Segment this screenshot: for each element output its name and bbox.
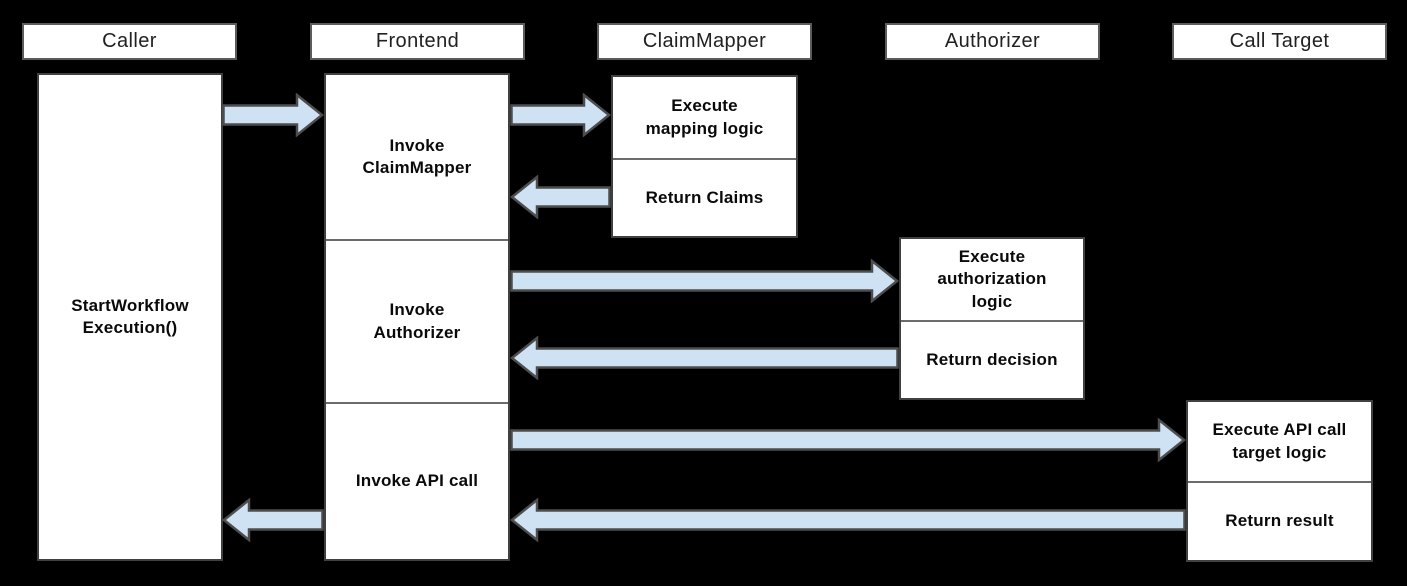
calltarget-execute-api-section: Execute API call target logic (1188, 402, 1371, 481)
arrow-frontend-to-caller (222, 498, 324, 542)
lane-header-authorizer-label: Authorizer (944, 30, 1041, 52)
lane-header-claimmapper-label: ClaimMapper (642, 30, 767, 52)
arrow-caller-to-frontend (222, 93, 324, 137)
frontend-invoke-authorizer-label: Invoke Authorizer (373, 300, 461, 342)
lane-header-calltarget: Call Target (1172, 23, 1387, 60)
activation-calltarget: Execute API call target logic Return res… (1186, 400, 1373, 562)
authorizer-return-decision-section: Return decision (901, 320, 1083, 398)
activation-frontend: Invoke ClaimMapper Invoke Authorizer Inv… (324, 73, 510, 561)
frontend-invoke-authorizer-section: Invoke Authorizer (326, 239, 508, 402)
frontend-invoke-claimmapper-label: Invoke ClaimMapper (362, 135, 472, 177)
arrow-frontend-to-authorizer (510, 259, 899, 303)
arrow-calltarget-to-frontend (510, 498, 1186, 542)
lane-header-caller-label: Caller (102, 30, 157, 52)
frontend-invoke-api-call-label: Invoke API call (355, 471, 479, 491)
claimmapper-execute-mapping-label: Execute mapping logic (645, 96, 764, 138)
calltarget-execute-api-label: Execute API call target logic (1212, 420, 1347, 462)
frontend-invoke-claimmapper-section: Invoke ClaimMapper (326, 75, 508, 239)
arrow-authorizer-to-frontend (510, 336, 899, 380)
lane-header-frontend: Frontend (310, 23, 525, 60)
arrow-frontend-to-calltarget (510, 418, 1186, 462)
lane-header-claimmapper: ClaimMapper (597, 23, 812, 60)
caller-startworkflow-section: StartWorkflow Execution() (39, 75, 221, 559)
calltarget-return-result-section: Return result (1188, 481, 1371, 560)
activation-authorizer: Execute authorization logic Return decis… (899, 237, 1085, 400)
authorizer-execute-authorization-section: Execute authorization logic (901, 239, 1083, 320)
activation-caller: StartWorkflow Execution() (37, 73, 223, 561)
lane-header-calltarget-label: Call Target (1229, 30, 1330, 52)
claimmapper-return-claims-section: Return Claims (613, 158, 796, 236)
lane-header-caller: Caller (22, 23, 237, 60)
lane-header-authorizer: Authorizer (885, 23, 1100, 60)
claimmapper-return-claims-label: Return Claims (645, 187, 764, 207)
arrow-claimmapper-to-frontend (510, 175, 611, 219)
claimmapper-execute-mapping-section: Execute mapping logic (613, 77, 796, 158)
arrow-frontend-to-claimmapper (510, 93, 611, 137)
calltarget-return-result-label: Return result (1225, 511, 1334, 531)
frontend-invoke-api-call-section: Invoke API call (326, 402, 508, 559)
activation-claimmapper: Execute mapping logic Return Claims (611, 75, 798, 238)
authorizer-execute-authorization-label: Execute authorization logic (937, 247, 1047, 311)
lane-header-frontend-label: Frontend (375, 30, 460, 52)
caller-startworkflow-label: StartWorkflow Execution() (71, 295, 189, 337)
authorizer-return-decision-label: Return decision (926, 349, 1058, 369)
